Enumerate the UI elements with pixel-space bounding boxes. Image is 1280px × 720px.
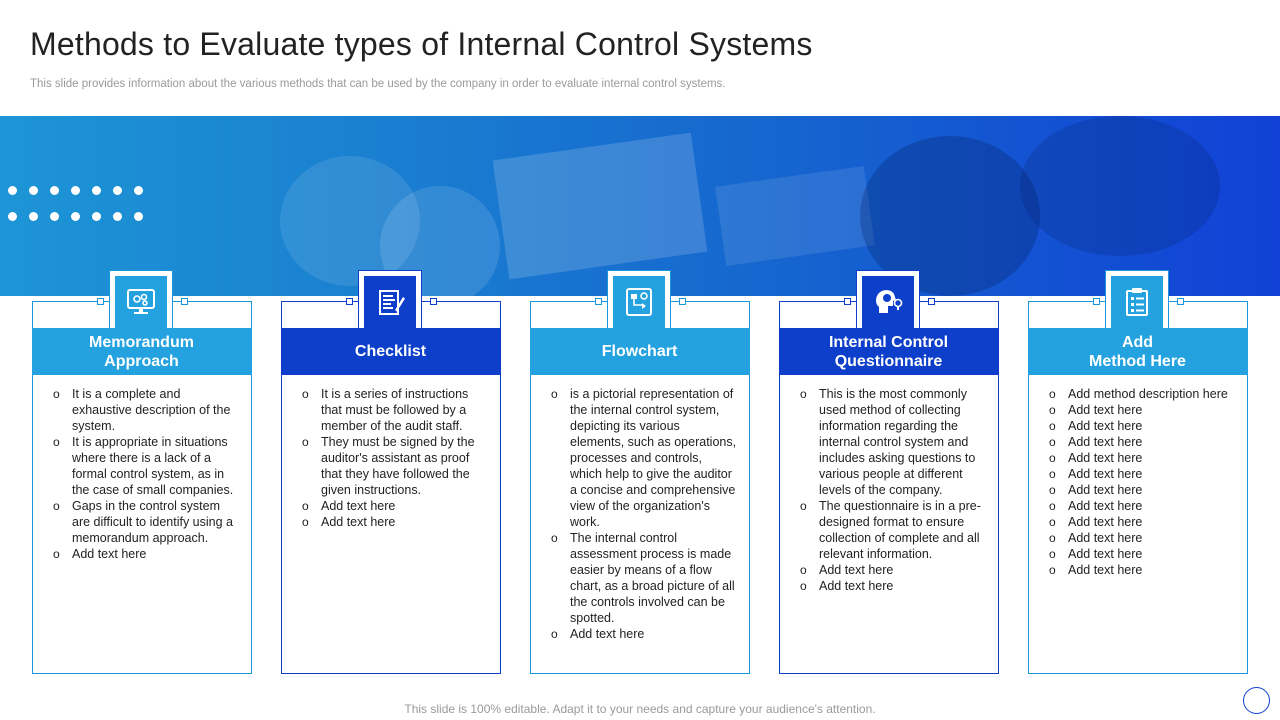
slide-title: Methods to Evaluate types of Internal Co… xyxy=(30,26,813,62)
card-title: Checklist xyxy=(280,328,501,375)
card-title: Internal Control Questionnaire xyxy=(778,328,999,375)
list-item: It is a series of instructions that must… xyxy=(302,386,488,434)
card-bullets: Add method description here Add text her… xyxy=(1049,386,1235,578)
document-pencil-icon xyxy=(379,290,405,315)
list-item: Add text here xyxy=(1049,482,1235,498)
list-item: Add text here xyxy=(800,578,986,594)
card-bullets: It is a series of instructions that must… xyxy=(302,386,488,530)
card-bullets: This is the most commonly used method of… xyxy=(800,386,986,594)
list-item: This is the most commonly used method of… xyxy=(800,386,986,498)
list-item: Add text here xyxy=(1049,562,1235,578)
card-bullets: is a pictorial representation of the int… xyxy=(551,386,737,642)
card-checklist: Checklist It is a series of instructions… xyxy=(280,270,501,674)
list-item: Add text here xyxy=(1049,530,1235,546)
list-item: It is a complete and exhaustive descript… xyxy=(53,386,239,434)
list-item: The questionnaire is in a pre-designed f… xyxy=(800,498,986,562)
list-item: They must be signed by the auditor's ass… xyxy=(302,434,488,498)
list-item: Add text here xyxy=(1049,498,1235,514)
list-item: Add text here xyxy=(1049,434,1235,450)
list-item: It is appropriate in situations where th… xyxy=(53,434,239,498)
list-item: Add text here xyxy=(302,498,488,514)
list-item: Add text here xyxy=(302,514,488,530)
list-item: Add text here xyxy=(1049,418,1235,434)
card-memorandum-approach: Memorandum Approach It is a complete and… xyxy=(31,270,252,674)
card-internal-control-questionnaire: Internal Control Questionnaire This is t… xyxy=(778,270,999,674)
list-item: is a pictorial representation of the int… xyxy=(551,386,737,530)
list-item: The internal control assessment process … xyxy=(551,530,737,626)
list-item: Add text here xyxy=(53,546,239,562)
list-item: Add method description here xyxy=(1049,386,1235,402)
card-flowchart: Flowchart is a pictorial representation … xyxy=(529,270,750,674)
flowchart-icon xyxy=(626,288,652,316)
list-item: Add text here xyxy=(1049,450,1235,466)
decorative-dots xyxy=(8,186,158,238)
nav-circle-button[interactable] xyxy=(1243,687,1270,714)
card-bullets: It is a complete and exhaustive descript… xyxy=(53,386,239,562)
list-item: Add text here xyxy=(1049,466,1235,482)
head-lightbulb-icon xyxy=(876,290,903,313)
card-title: Memorandum Approach xyxy=(31,328,252,375)
list-item: Gaps in the control system are difficult… xyxy=(53,498,239,546)
header-banner xyxy=(0,116,1280,296)
slide-footer: This slide is 100% editable. Adapt it to… xyxy=(404,702,876,716)
list-item: Add text here xyxy=(800,562,986,578)
card-title: Add Method Here xyxy=(1027,328,1248,375)
slide-subtitle: This slide provides information about th… xyxy=(30,78,726,90)
list-item: Add text here xyxy=(1049,546,1235,562)
list-item: Add text here xyxy=(551,626,737,642)
computer-monitor-icon xyxy=(127,289,155,314)
clipboard-checklist-icon xyxy=(1126,288,1148,316)
card-title: Flowchart xyxy=(529,328,750,375)
card-add-method: Add Method Here Add method description h… xyxy=(1027,270,1248,674)
list-item: Add text here xyxy=(1049,514,1235,530)
list-item: Add text here xyxy=(1049,402,1235,418)
